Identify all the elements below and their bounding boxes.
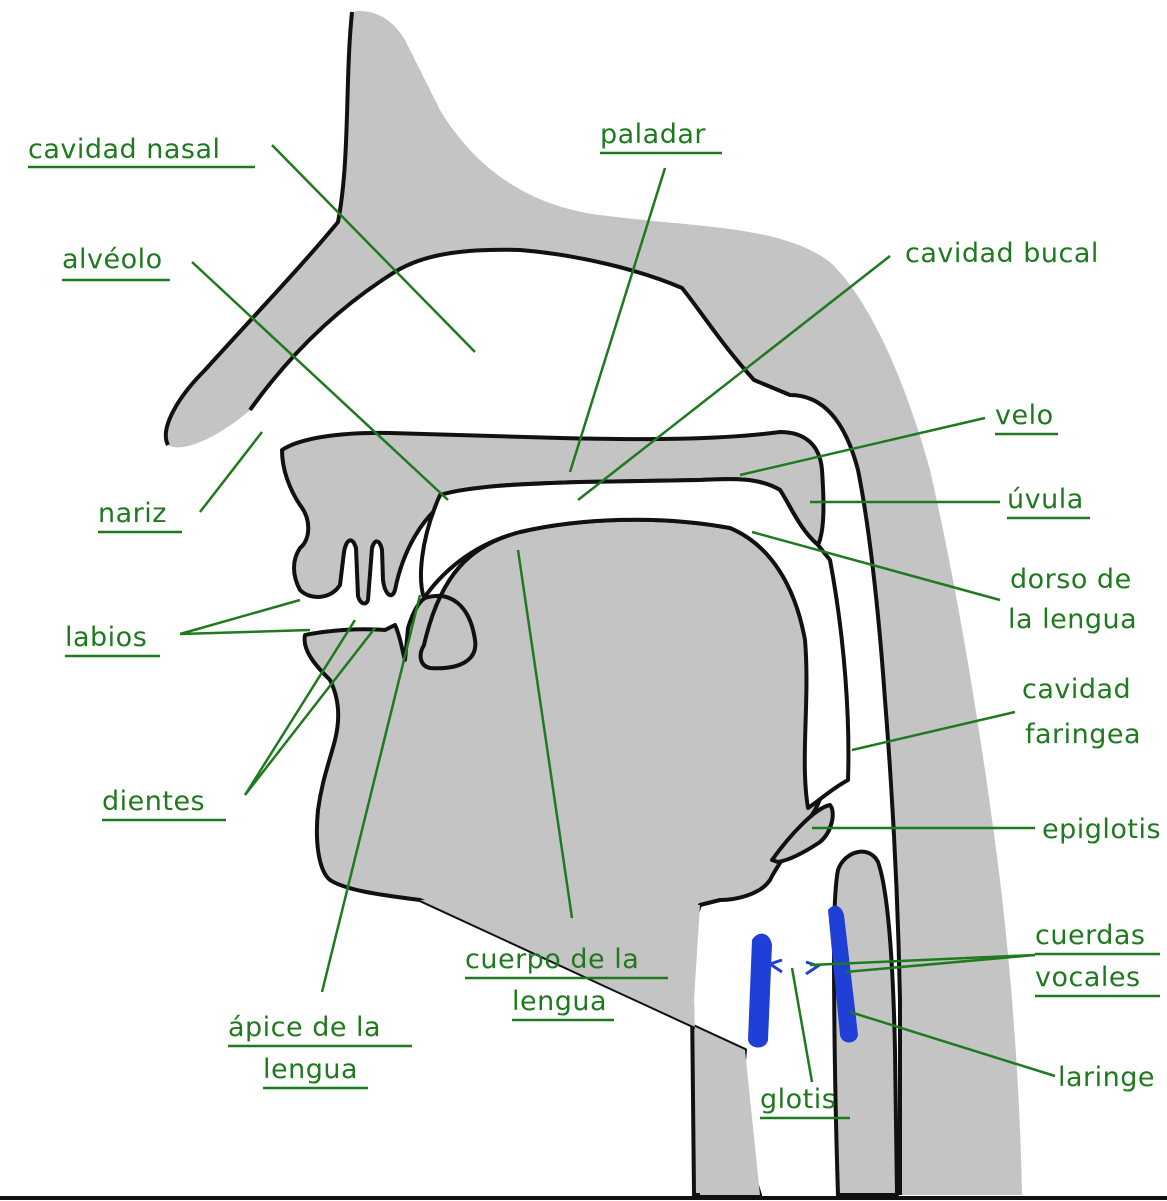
label-paladar: paladar: [600, 119, 706, 150]
label-apice-line1: ápice de la: [228, 1012, 381, 1043]
label-glotis: glotis: [760, 1084, 836, 1115]
label-laringe: laringe: [1058, 1062, 1155, 1093]
label-faringea-line2: faringea: [1025, 719, 1141, 750]
label-nariz: nariz: [98, 498, 167, 529]
label-cuerdas-line1: cuerdas: [1035, 920, 1145, 951]
label-velo: velo: [995, 400, 1054, 431]
label-uvula: úvula: [1007, 484, 1084, 515]
vocal-cord-front: [748, 934, 772, 1048]
label-cuerpo-line1: cuerpo de la: [465, 944, 639, 975]
leader-labios-1: [180, 600, 300, 634]
leader-nariz: [200, 432, 262, 512]
label-dorso-line2: la lengua: [1008, 604, 1137, 635]
leader-labios-2: [180, 630, 310, 634]
label-dorso-line1: dorso de: [1010, 564, 1132, 595]
label-cuerdas-line2: vocales: [1035, 962, 1141, 993]
label-apice-line2: lengua: [263, 1054, 358, 1085]
label-epiglotis: epiglotis: [1042, 814, 1161, 845]
leader-glotis: [792, 968, 812, 1082]
label-labios: labios: [65, 622, 147, 653]
lower-jaw-and-tongue: [305, 520, 830, 1195]
label-alveolo: alvéolo: [62, 244, 163, 275]
label-cavidad-bucal: cavidad bucal: [905, 238, 1099, 269]
glottis-arrows: [770, 960, 818, 974]
label-cuerpo-line2: lengua: [512, 986, 607, 1017]
label-cavidad-nasal: cavidad nasal: [28, 134, 221, 165]
label-faringea-line1: cavidad: [1022, 674, 1131, 705]
label-dientes: dientes: [102, 786, 205, 817]
